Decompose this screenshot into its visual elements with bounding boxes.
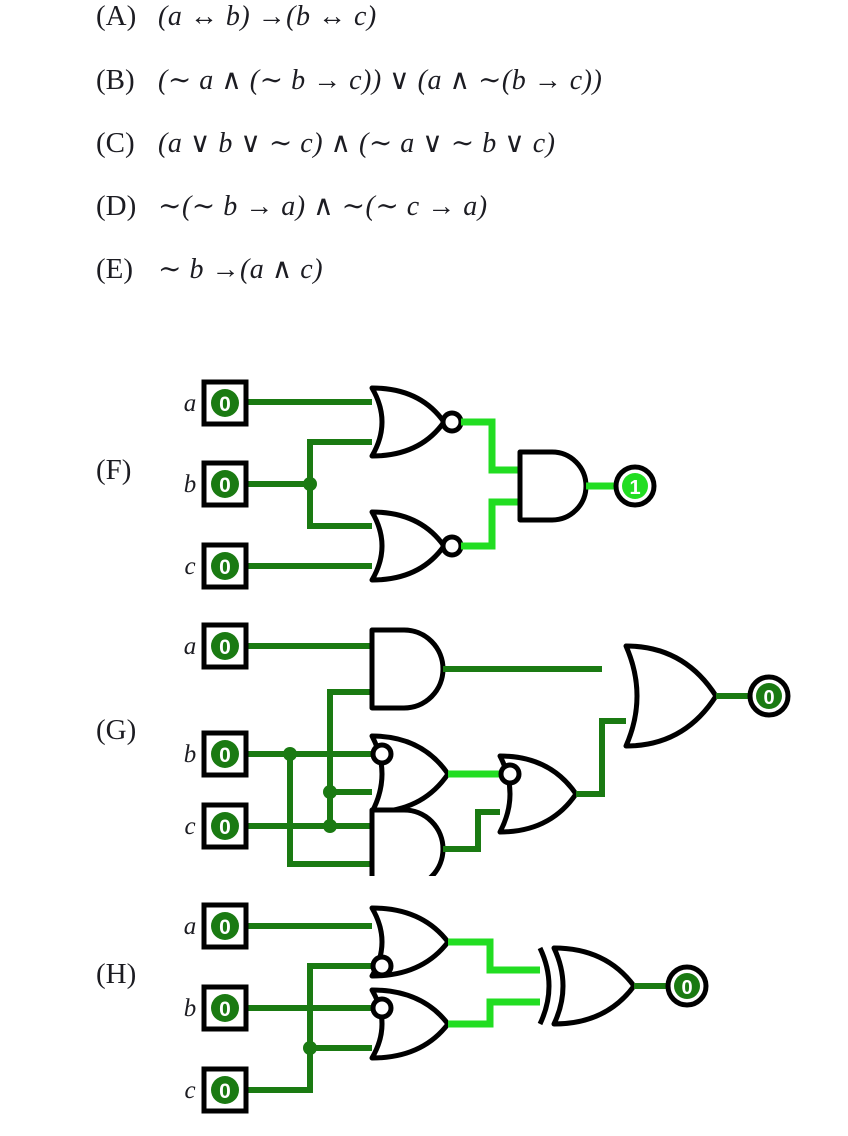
output-value-g: 0 — [763, 687, 774, 709]
output-value-h: 0 — [681, 977, 692, 999]
formula-list: (A) (a ↔ b) →(b ↔ c) (B) (∼ a ∧ (∼ b → c… — [0, 0, 848, 315]
wire-or4-to-or5 — [576, 718, 626, 797]
input-label-a: a — [184, 633, 197, 660]
input-value-b: 0 — [219, 474, 231, 497]
wire-junction-dot — [303, 477, 317, 491]
input-value-c: 0 — [219, 556, 231, 579]
input-box-b[interactable]: 0 — [201, 730, 249, 778]
formula-text-e: ∼ b →(a ∧ c) — [158, 254, 324, 285]
formula-row: (E) ∼ b →(a ∧ c) — [0, 252, 848, 315]
input-value-c: 0 — [219, 1080, 231, 1103]
input-label-a: a — [184, 390, 197, 417]
inverter-bubble-icon — [498, 762, 522, 786]
formula-row: (A) (a ↔ b) →(b ↔ c) — [0, 0, 848, 63]
circuit-label-g: (G) — [96, 714, 137, 746]
inverter-bubble-icon — [440, 410, 464, 434]
formula-label-a: (A) — [96, 0, 137, 32]
and-gate-1 — [517, 449, 589, 523]
wire-or2-to-xor — [448, 998, 540, 1028]
wire-c-to-and1-lower — [327, 689, 372, 826]
or-gate-inv-top-1 — [369, 987, 451, 1061]
or-gate-inv-bottom-1 — [369, 905, 451, 979]
input-value-b: 0 — [219, 998, 231, 1021]
formula-label-b: (B) — [96, 64, 135, 96]
wire-junction-dot — [303, 1041, 317, 1055]
and-gate-2 — [369, 807, 446, 876]
formula-row: (D) ∼(∼ b → a) ∧ ∼(∼ c → a) — [0, 189, 848, 252]
formula-row: (C) (a ∨ b ∨ ∼ c) ∧ (∼ a ∨ ∼ b ∨ c) — [0, 126, 848, 189]
formula-label-e: (E) — [96, 253, 134, 285]
wire-and2-to-or4 — [443, 809, 500, 852]
output-node-g: 0 — [747, 674, 791, 718]
xor-gate-1 — [537, 945, 637, 1027]
wire-nor1-to-and — [461, 418, 520, 474]
or-gate-inv-top-1 — [369, 733, 451, 815]
input-label-c: c — [184, 813, 195, 840]
input-value-c: 0 — [219, 816, 231, 839]
wire-junction-dot — [323, 819, 337, 833]
and-gate-1 — [369, 627, 446, 711]
wire-junction-dot — [323, 785, 337, 799]
circuit-h-svg: 0 a 0 b 0 c 0 — [184, 902, 709, 1114]
input-label-b: b — [184, 741, 197, 768]
formula-text-c: (a ∨ b ∨ ∼ c) ∧ (∼ a ∨ ∼ b ∨ c) — [158, 128, 556, 159]
formula-row: (B) (∼ a ∧ (∼ b → c)) ∨ (a ∧ ∼(b → c)) — [0, 63, 848, 126]
input-label-a: a — [184, 913, 197, 940]
output-node-h: 0 — [665, 964, 709, 1008]
inverter-bubble-icon — [370, 996, 394, 1020]
formula-text-d: ∼(∼ b → a) ∧ ∼(∼ c → a) — [158, 191, 488, 222]
input-box-a[interactable]: 0 — [201, 622, 249, 670]
input-box-c[interactable]: 0 — [201, 1066, 249, 1114]
circuit-f-svg: 0 a 0 b 0 c 1 — [184, 379, 657, 590]
formula-label-c: (C) — [96, 127, 135, 159]
input-box-c[interactable]: 0 — [201, 542, 249, 590]
input-box-c[interactable]: 0 — [201, 802, 249, 850]
input-label-b: b — [184, 471, 197, 498]
wire-c-to-or1-lower — [246, 963, 372, 1093]
wire-junction-dot — [283, 747, 297, 761]
wire-b-to-nor1 — [307, 439, 372, 484]
wire-or1-to-xor — [448, 938, 540, 974]
inverter-bubble-icon — [440, 534, 464, 558]
input-box-a[interactable]: 0 — [201, 902, 249, 950]
input-value-b: 0 — [219, 744, 231, 767]
wire-b-to-nor2 — [307, 484, 372, 529]
wire-b-to-and2-lower — [287, 754, 372, 867]
or-gate-inv-top-2 — [497, 753, 579, 835]
formula-text-b: (∼ a ∧ (∼ b → c)) ∨ (a ∧ ∼(b → c)) — [158, 65, 603, 96]
formula-label-d: (D) — [96, 190, 137, 222]
input-box-b[interactable]: 0 — [201, 460, 249, 508]
circuit-label-f: (F) — [96, 454, 132, 486]
input-value-a: 0 — [219, 636, 231, 659]
circuit-label-h: (H) — [96, 958, 137, 990]
formula-text-a: (a ↔ b) →(b ↔ c) — [158, 1, 377, 32]
xor-extra-arc — [537, 946, 552, 1026]
inverter-bubble-icon — [370, 742, 394, 766]
nor-gate-1 — [369, 385, 464, 459]
inverter-bubble-icon — [370, 954, 394, 978]
input-box-b[interactable]: 0 — [201, 984, 249, 1032]
input-label-c: c — [184, 1077, 195, 1104]
input-box-a[interactable]: 0 — [201, 379, 249, 427]
input-value-a: 0 — [219, 916, 231, 939]
input-value-a: 0 — [219, 393, 231, 416]
output-value-f: 1 — [629, 477, 640, 499]
circuit-g-svg: 0 a 0 b 0 c 0 — [184, 622, 791, 876]
wire-nor2-to-and — [461, 498, 520, 550]
output-node-f: 1 — [613, 464, 657, 508]
input-label-b: b — [184, 995, 197, 1022]
nor-gate-2 — [369, 509, 464, 583]
input-label-c: c — [184, 553, 195, 580]
or-gate-final — [623, 643, 719, 749]
